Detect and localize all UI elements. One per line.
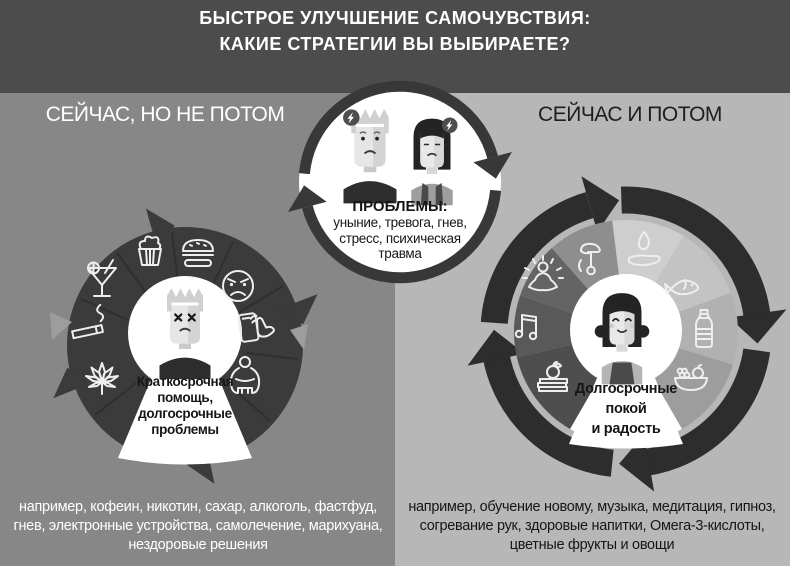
problems-circle <box>288 80 512 284</box>
cigarette-icon <box>71 303 104 340</box>
boy-hair <box>167 288 203 312</box>
stressed-boy-character <box>159 288 211 379</box>
pendulum-hypnosis-icon <box>578 242 601 276</box>
lightning-bolt-icon <box>347 112 355 124</box>
problems-line: травма <box>378 246 422 261</box>
right-examples-text: например, обучение новому, музыка, медит… <box>400 498 784 555</box>
left-wheel-caption-line: проблемы <box>151 422 219 437</box>
smile-mouth <box>616 329 628 333</box>
left-wheel-caption-cone <box>118 379 252 465</box>
right-wheel-caption-line: Долгосрочные <box>574 381 678 397</box>
meditation-icon <box>522 255 564 292</box>
right-wheel <box>467 176 787 492</box>
marijuana-leaf-icon <box>85 362 119 395</box>
happy-woman-character <box>594 293 650 385</box>
page-title-line1: БЫСТРОЕ УЛУЧШЕНИЕ САМОЧУВСТВИЯ: <box>199 8 591 28</box>
girl-neck <box>426 163 438 175</box>
cocktail-icon <box>87 259 117 297</box>
problems-ring-arcs <box>298 80 502 284</box>
right-wheel-caption: Долгосрочные покой и радость <box>553 379 699 439</box>
right-wheel-caption-cone <box>569 378 683 449</box>
woman-vest <box>609 362 635 385</box>
books-apple-icon <box>537 361 568 392</box>
fruit-bowl-icon <box>674 364 708 391</box>
problems-heading: ПРОБЛЕМЫ: <box>352 198 448 215</box>
left-wheel-caption-line: Краткосрочная <box>136 374 234 389</box>
frown-mouth <box>363 150 377 155</box>
problems-line: уныние, тревога, гнев, <box>333 215 467 230</box>
happy-eyes <box>611 318 633 322</box>
left-wheel-caption: Краткосрочная помощь, долгосрочные пробл… <box>112 374 258 438</box>
right-examples-line: цветные фрукты и овощи <box>509 537 675 553</box>
boy-shirt <box>159 357 211 379</box>
problems-caption: ПРОБЛЕМЫ: уныние, тревога, гнев, стресс,… <box>303 198 497 262</box>
frown-mouth <box>427 152 437 157</box>
problems-ring-arrowheads <box>288 152 512 212</box>
left-examples-line: нездоровые решения <box>128 537 268 553</box>
page-title-line2: КАКИЕ СТРАТЕГИИ ВЫ ВЫБИРАЕТЕ? <box>219 34 571 54</box>
boy-face-shade <box>188 305 200 344</box>
cupcake-icon <box>138 235 162 266</box>
right-section-label: СЕЙЧАС И ПОТОМ <box>538 103 722 126</box>
water-bottle-icon <box>695 309 713 348</box>
eye <box>375 136 379 141</box>
left-wheel-caption-line: помощь, <box>157 390 213 405</box>
woman-bangs <box>609 306 635 315</box>
fish-icon <box>664 279 700 296</box>
warming-hands-icon <box>628 231 661 266</box>
lightning-bolt-icon <box>446 120 453 131</box>
left-examples-line: гнев, электронные устройства, самолечени… <box>13 518 383 534</box>
boy-hair <box>351 109 389 134</box>
sad-boy-character <box>343 109 397 204</box>
right-wheel-caption-line: покой <box>605 401 647 417</box>
problems-line: стресс, психическая <box>339 230 461 246</box>
left-wheel-notch <box>290 324 308 350</box>
x-eyes <box>174 313 196 322</box>
left-wheel <box>50 208 318 484</box>
phone-tap-icon <box>237 312 275 343</box>
eye <box>361 136 365 141</box>
left-examples-line: например, кофеин, никотин, сахар, алкого… <box>19 499 377 515</box>
cheek <box>629 323 635 329</box>
right-wheel-caption-line: и радость <box>591 421 661 437</box>
right-examples-line: например, обучение новому, музыка, медит… <box>408 499 776 515</box>
right-examples-line: согревание рук, здоровые напитки, Омега-… <box>419 518 765 534</box>
left-section-label: СЕЙЧАС, НО НЕ ПОТОМ <box>45 103 285 126</box>
woman-face-shade <box>624 309 635 345</box>
boy-shirt <box>343 181 397 204</box>
boy-face-shade <box>373 126 386 167</box>
girl-bangs <box>420 131 444 139</box>
cheek <box>609 323 615 329</box>
girl-strap <box>435 183 444 206</box>
girl-face-shade <box>434 134 444 168</box>
left-wheel-notch <box>50 312 72 340</box>
woman-neck <box>616 340 628 352</box>
frown-mouth <box>179 327 191 332</box>
music-icon <box>514 314 538 341</box>
overweight-icon <box>229 356 261 394</box>
angry-face-icon <box>222 270 254 302</box>
worried-brows <box>359 131 381 134</box>
header-band <box>0 0 790 93</box>
sad-girl-character <box>411 117 458 206</box>
burger-icon <box>182 239 214 267</box>
right-wheel-arrowheads <box>467 176 787 492</box>
girl-strap <box>420 183 429 206</box>
left-examples-text: например, кофеин, никотин, сахар, алкого… <box>6 498 390 555</box>
left-wheel-caption-line: долгосрочные <box>138 406 232 421</box>
